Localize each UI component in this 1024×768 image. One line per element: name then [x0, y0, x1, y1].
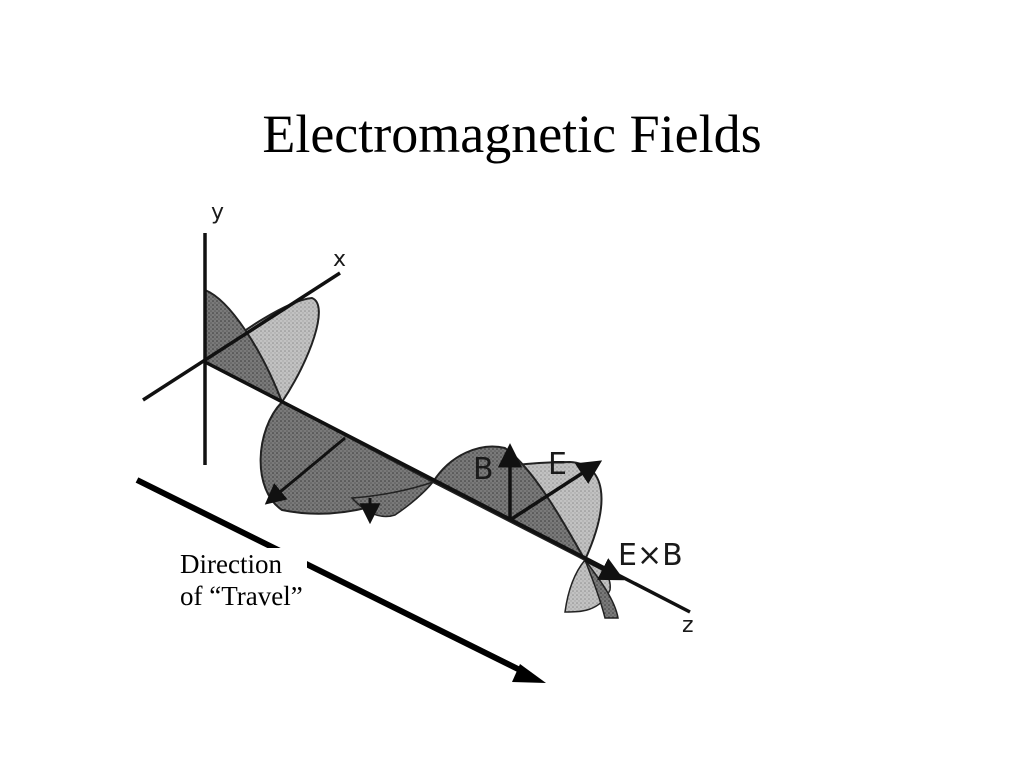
poynting-vector-arrow	[584, 558, 625, 581]
poynting-vector-label: E×B	[618, 538, 683, 573]
caption-line-1: Direction	[180, 549, 282, 579]
z-axis-label: z	[682, 613, 694, 638]
x-axis-label: x	[333, 247, 346, 272]
travel-direction-arrowhead	[512, 664, 546, 683]
e-vector-arrow-2	[509, 460, 603, 522]
travel-caption: Direction of “Travel”	[180, 548, 307, 614]
travel-direction-line	[135, 477, 532, 678]
e-vector-arrow-1	[264, 436, 346, 505]
caption-line-2: of “Travel”	[180, 581, 303, 611]
slide-title: Electromagnetic Fields	[262, 104, 762, 164]
b-vector-label: B	[473, 452, 494, 487]
e-vector-label: E	[548, 447, 567, 482]
y-axis-label: y	[211, 200, 224, 225]
x-axis	[142, 271, 341, 402]
